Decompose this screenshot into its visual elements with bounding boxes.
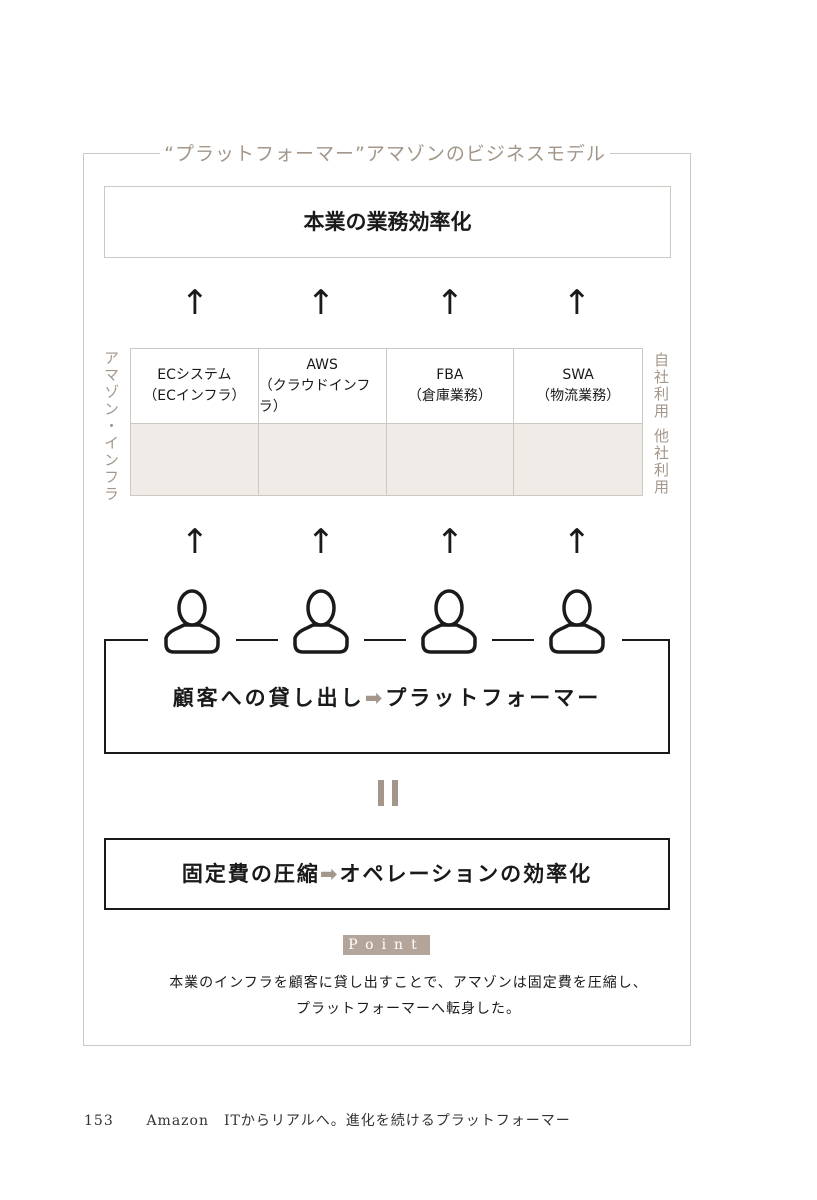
up-arrow-icon: ↑ — [180, 522, 210, 562]
goal-box: 本業の業務効率化 — [104, 186, 671, 258]
diagram-title: “プラットフォーマー”アマゾンのビジネスモデル — [160, 140, 610, 168]
up-arrow-icon: ↑ — [562, 522, 592, 562]
connector-line — [622, 639, 670, 641]
cell-name: ECシステム — [157, 367, 232, 383]
up-arrow-icon: ↑ — [435, 522, 465, 562]
right-label-own-use: 自社利用 — [652, 352, 670, 420]
table-cell: SWA （物流業務） — [514, 349, 642, 423]
result-left: 固定費の圧縮 — [181, 862, 320, 886]
running-title: Amazon ITからリアルへ。進化を続けるプラットフォーマー — [146, 1113, 571, 1129]
up-arrow-icon: ↑ — [180, 283, 210, 323]
connector-line — [492, 639, 534, 641]
table-cell: AWS （クラウドインフラ） — [259, 349, 387, 423]
connector-line — [364, 639, 406, 641]
person-icon — [293, 589, 349, 654]
result-box: 固定費の圧縮➡オペレーションの効率化 — [104, 838, 670, 910]
statement-left: 顧客への貸し出し — [172, 686, 365, 710]
result-right: オペレーションの効率化 — [339, 862, 593, 886]
page-number: 153 — [84, 1113, 114, 1129]
table-cell: ECシステム （ECインフラ） — [131, 349, 259, 423]
table-cell-shaded — [131, 423, 259, 495]
cell-sub: （倉庫業務） — [407, 388, 492, 404]
table-cell-shaded — [258, 423, 387, 495]
cell-name: AWS — [306, 356, 338, 373]
up-arrow-icon: ↑ — [562, 283, 592, 323]
right-arrow-icon: ➡ — [364, 686, 386, 710]
right-arrow-icon: ➡ — [319, 862, 340, 886]
table-cell-shaded — [514, 423, 642, 495]
cell-sub: （物流業務） — [536, 388, 621, 404]
person-icon — [421, 589, 477, 654]
point-text-line2: プラットフォーマーへ転身した。 — [296, 1001, 521, 1017]
page-footer: 153 Amazon ITからリアルへ。進化を続けるプラットフォーマー — [84, 1110, 571, 1130]
equals-sign-bar — [378, 780, 384, 806]
point-badge: Point — [343, 935, 430, 955]
up-arrow-icon: ↑ — [306, 283, 336, 323]
equals-sign-bar — [392, 780, 398, 806]
cell-sub: （クラウドインフラ） — [258, 377, 371, 415]
connector-line — [104, 639, 148, 641]
left-label: アマゾン・インフラ — [102, 350, 120, 503]
point-text-line1: 本業のインフラを顧客に貸し出すことで、アマゾンは固定費を圧縮し、 — [169, 975, 648, 991]
statement-right: プラットフォーマー — [385, 686, 602, 710]
up-arrow-icon: ↑ — [435, 283, 465, 323]
cell-name: FBA — [436, 367, 464, 383]
cell-sub: （ECインフラ） — [143, 388, 246, 404]
up-arrow-icon: ↑ — [306, 522, 336, 562]
customer-bracket-box — [104, 640, 670, 754]
lending-statement: 顧客への貸し出し➡プラットフォーマー — [104, 682, 670, 712]
table-cell-shaded — [386, 423, 515, 495]
person-icon — [549, 589, 605, 654]
cell-name: SWA — [562, 367, 594, 383]
connector-line — [236, 639, 278, 641]
infra-table: ECシステム （ECインフラ） AWS （クラウドインフラ） FBA （倉庫業務） S… — [130, 348, 643, 496]
person-icon — [164, 589, 220, 654]
right-label-other-use: 他社利用 — [652, 428, 670, 496]
table-cell: FBA （倉庫業務） — [387, 349, 515, 423]
